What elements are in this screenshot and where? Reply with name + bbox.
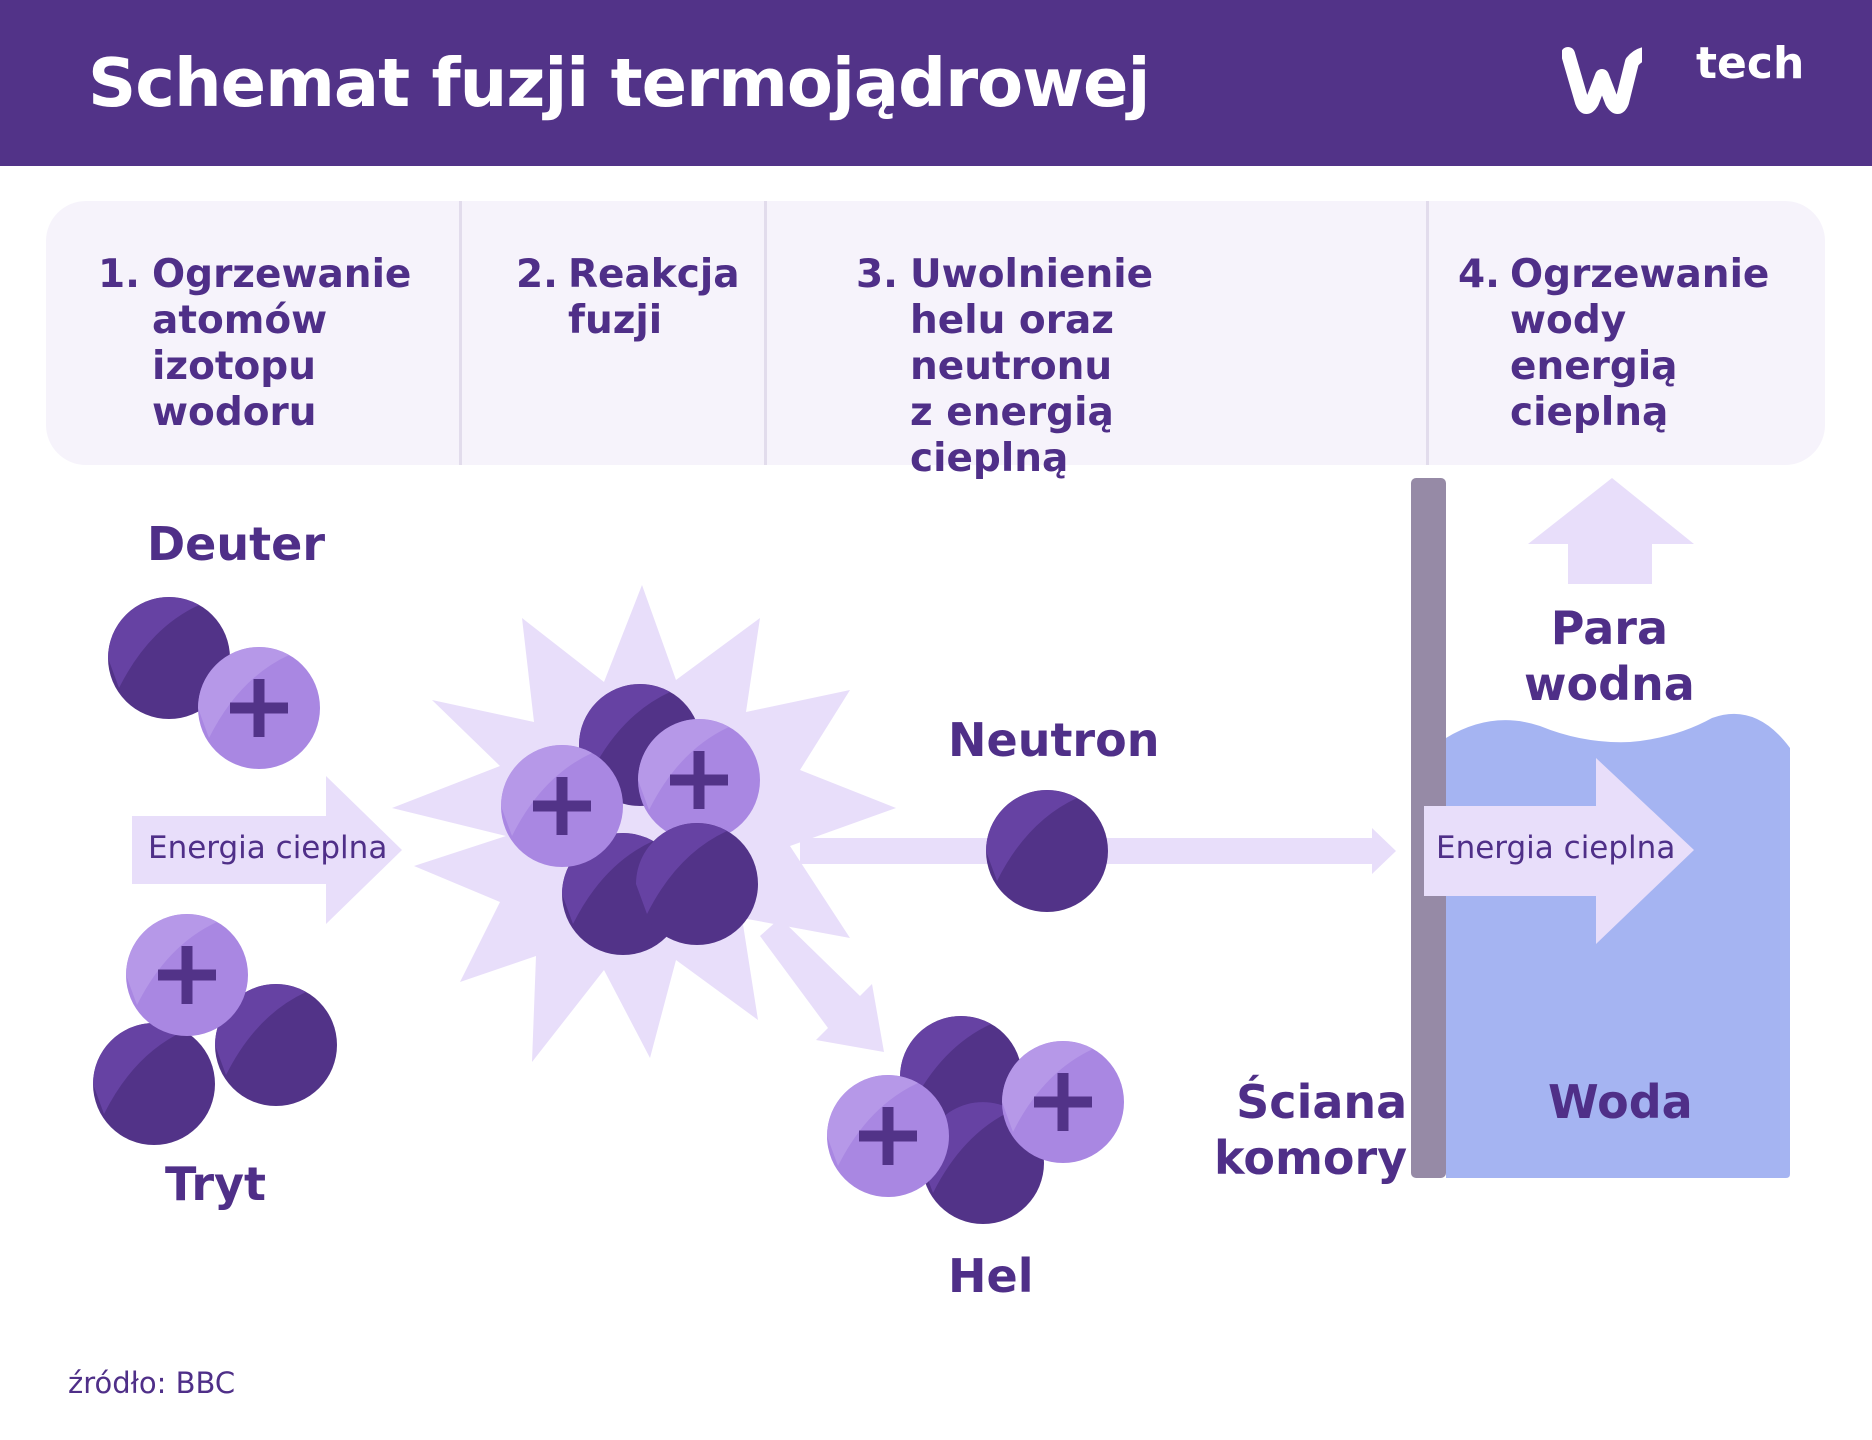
fusion-burst xyxy=(392,585,896,1062)
step-text: Ogrzewanie wody energią cieplną xyxy=(1510,252,1770,435)
step-number: 4. xyxy=(1458,252,1500,297)
step-number: 2. xyxy=(516,252,558,297)
free-neutron xyxy=(986,790,1108,912)
wall-label: Ściana komory xyxy=(1214,1075,1408,1185)
fusion-proton-2 xyxy=(501,745,623,867)
wp-logo-icon xyxy=(1562,47,1642,114)
helium-path-arrow xyxy=(760,918,884,1052)
step-text: Ogrzewanie atomów izotopu wodoru xyxy=(152,252,412,435)
heat-arrow-2 xyxy=(1424,758,1694,944)
heat-arrow-1 xyxy=(132,776,402,924)
fusion-proton-1 xyxy=(638,719,760,841)
steam-label: Para wodna xyxy=(1524,601,1695,711)
helium-proton-2 xyxy=(827,1075,949,1197)
tritium-proton xyxy=(126,914,248,1036)
step-divider xyxy=(1426,201,1429,465)
neutron-label: Neutron xyxy=(948,713,1160,767)
step-divider xyxy=(459,201,462,465)
steps-panel xyxy=(46,201,1825,465)
deuterium-proton xyxy=(198,647,320,769)
tritium-neutron-1 xyxy=(93,1023,215,1145)
step-number: 3. xyxy=(856,252,898,297)
helium-proton-1 xyxy=(1002,1041,1124,1163)
heat-energy-label-1: Energia cieplna xyxy=(148,830,388,866)
step-number: 1. xyxy=(98,252,140,297)
deuterium-label: Deuter xyxy=(147,517,326,571)
deuterium-neutron xyxy=(108,597,230,719)
header-bar: Schemat fuzji termojądrowej tech xyxy=(0,0,1872,166)
page-title: Schemat fuzji termojądrowej xyxy=(88,44,1150,122)
logo-tech-text: tech xyxy=(1696,38,1805,89)
particles xyxy=(93,597,1124,1224)
source-note: źródło: BBC xyxy=(68,1366,236,1400)
water-label: Woda xyxy=(1548,1075,1693,1129)
tritium-label: Tryt xyxy=(165,1157,266,1211)
heat-energy-label-2: Energia cieplna xyxy=(1436,830,1676,866)
helium-label: Hel xyxy=(948,1249,1034,1303)
step-divider xyxy=(764,201,767,465)
steam-arrow xyxy=(1528,478,1694,584)
step-text: Uwolnienie helu oraz neutronu z energią … xyxy=(910,252,1154,481)
fusion-neutron-3 xyxy=(636,823,758,945)
step-text: Reakcja fuzji xyxy=(568,252,740,343)
